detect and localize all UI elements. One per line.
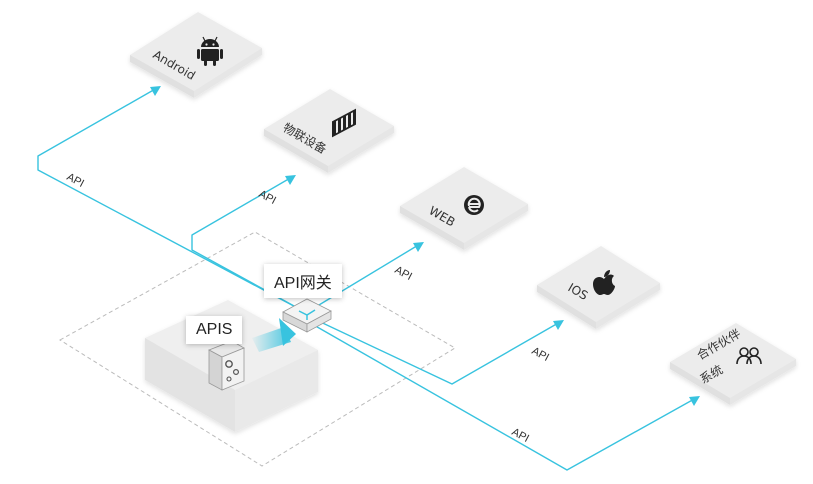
api-label-android: API — [65, 171, 86, 190]
client-tile-partner — [670, 323, 796, 405]
connector-ios — [311, 317, 561, 385]
api-label-iot: API — [257, 188, 278, 207]
apple-icon — [593, 270, 615, 295]
server-gears-icon — [208, 340, 245, 391]
gateway-box-icon — [282, 298, 332, 333]
gateway-callout: API网关 — [264, 264, 342, 298]
connector-android — [37, 87, 306, 313]
apis-callout: APIS — [186, 316, 243, 344]
apis-to-gateway-arrow — [252, 318, 296, 352]
gateway-region-outline — [59, 231, 456, 467]
browser-e-icon — [464, 195, 484, 215]
arrowhead-ios — [553, 320, 564, 330]
connector-arrowheads — [150, 86, 700, 406]
api-label-partner: API — [510, 426, 531, 445]
client-tile-web — [400, 167, 528, 250]
arrowhead-iot — [285, 175, 296, 185]
iot-device-icon — [332, 108, 356, 138]
arrowhead-partner — [689, 396, 700, 406]
client-tile-iot — [264, 89, 394, 173]
api-label-web: API — [393, 264, 414, 283]
arrowhead-android — [150, 86, 161, 96]
connector-partner — [311, 323, 697, 471]
connector-iot — [191, 176, 306, 313]
client-tile-android — [130, 12, 262, 98]
android-icon — [197, 36, 223, 66]
arrowhead-web — [413, 242, 424, 252]
api-label-ios: API — [530, 345, 551, 364]
partners-icon — [736, 347, 762, 365]
